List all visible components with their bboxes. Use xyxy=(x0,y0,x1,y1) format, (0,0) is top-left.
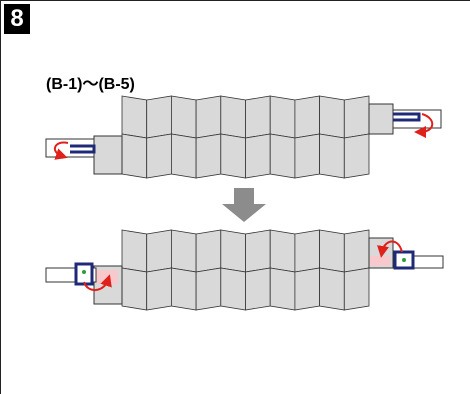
top-right-end-box xyxy=(368,103,394,135)
pleat-panel xyxy=(170,267,197,311)
pleat-panel xyxy=(220,95,246,139)
pleat-panel xyxy=(121,267,148,311)
top-pleated-panels xyxy=(121,95,370,179)
pleat-panel xyxy=(269,229,296,273)
top-left-handle-bar xyxy=(45,138,95,158)
pleat-panel xyxy=(195,133,222,179)
pleat-panel xyxy=(319,267,345,311)
pleat-panel xyxy=(195,95,222,139)
pleat-panel xyxy=(121,133,148,179)
pleat-panel xyxy=(294,267,321,311)
pleat-panel xyxy=(343,133,370,179)
pleat-panel xyxy=(245,267,271,311)
pleat-panel xyxy=(294,95,321,139)
pleat-panel xyxy=(146,267,172,311)
rotate-arrow-icon xyxy=(414,113,434,138)
top-left-end-box xyxy=(93,135,123,175)
pleat-panel xyxy=(245,133,271,179)
pleat-panel xyxy=(220,267,246,311)
pleat-panel xyxy=(121,95,148,139)
pleat-panel xyxy=(319,133,345,179)
pleat-panel xyxy=(319,95,345,139)
pleat-panel xyxy=(343,229,370,273)
top-blind-assembly xyxy=(45,95,442,179)
rotate-arrow-icon xyxy=(377,240,403,258)
pleat-panel xyxy=(170,95,197,139)
pleat-panel xyxy=(269,267,296,311)
handle-icon xyxy=(393,112,421,122)
handle-pin-right xyxy=(402,258,406,262)
pleat-panel xyxy=(170,133,197,179)
pleat-panel xyxy=(170,229,197,273)
pleat-panel xyxy=(343,95,370,139)
pleat-panel xyxy=(269,133,296,179)
frame-left-border xyxy=(0,0,1,394)
frame-top-border xyxy=(0,0,470,1)
pleat-panel xyxy=(269,95,296,139)
pleat-panel xyxy=(220,133,246,179)
pleat-panel xyxy=(195,229,222,273)
step-number-badge: 8 xyxy=(4,4,30,34)
section-label: (B-1)〜(B-5) xyxy=(46,76,135,93)
pleat-panel xyxy=(245,229,271,273)
handle-pin-left xyxy=(82,270,86,274)
rotate-arrow-icon xyxy=(53,141,69,160)
pleat-panel xyxy=(146,133,172,179)
pleat-panel xyxy=(195,267,222,311)
pleat-panel xyxy=(294,229,321,273)
rotate-arrow-icon xyxy=(83,274,112,291)
pleat-panel xyxy=(146,229,172,273)
pleat-panel xyxy=(220,229,246,273)
pleat-panel xyxy=(294,133,321,179)
pleat-panel xyxy=(319,229,345,273)
pleat-panel xyxy=(121,229,148,273)
pleat-panel xyxy=(146,95,172,139)
pleat-panel xyxy=(245,95,271,139)
bottom-blind-assembly xyxy=(45,229,444,311)
bottom-pleated-panels xyxy=(121,229,370,311)
down-arrow-icon xyxy=(222,188,266,222)
ghost-handle-right xyxy=(370,256,390,266)
pleat-panel xyxy=(343,267,370,311)
handle-icon xyxy=(70,144,96,154)
